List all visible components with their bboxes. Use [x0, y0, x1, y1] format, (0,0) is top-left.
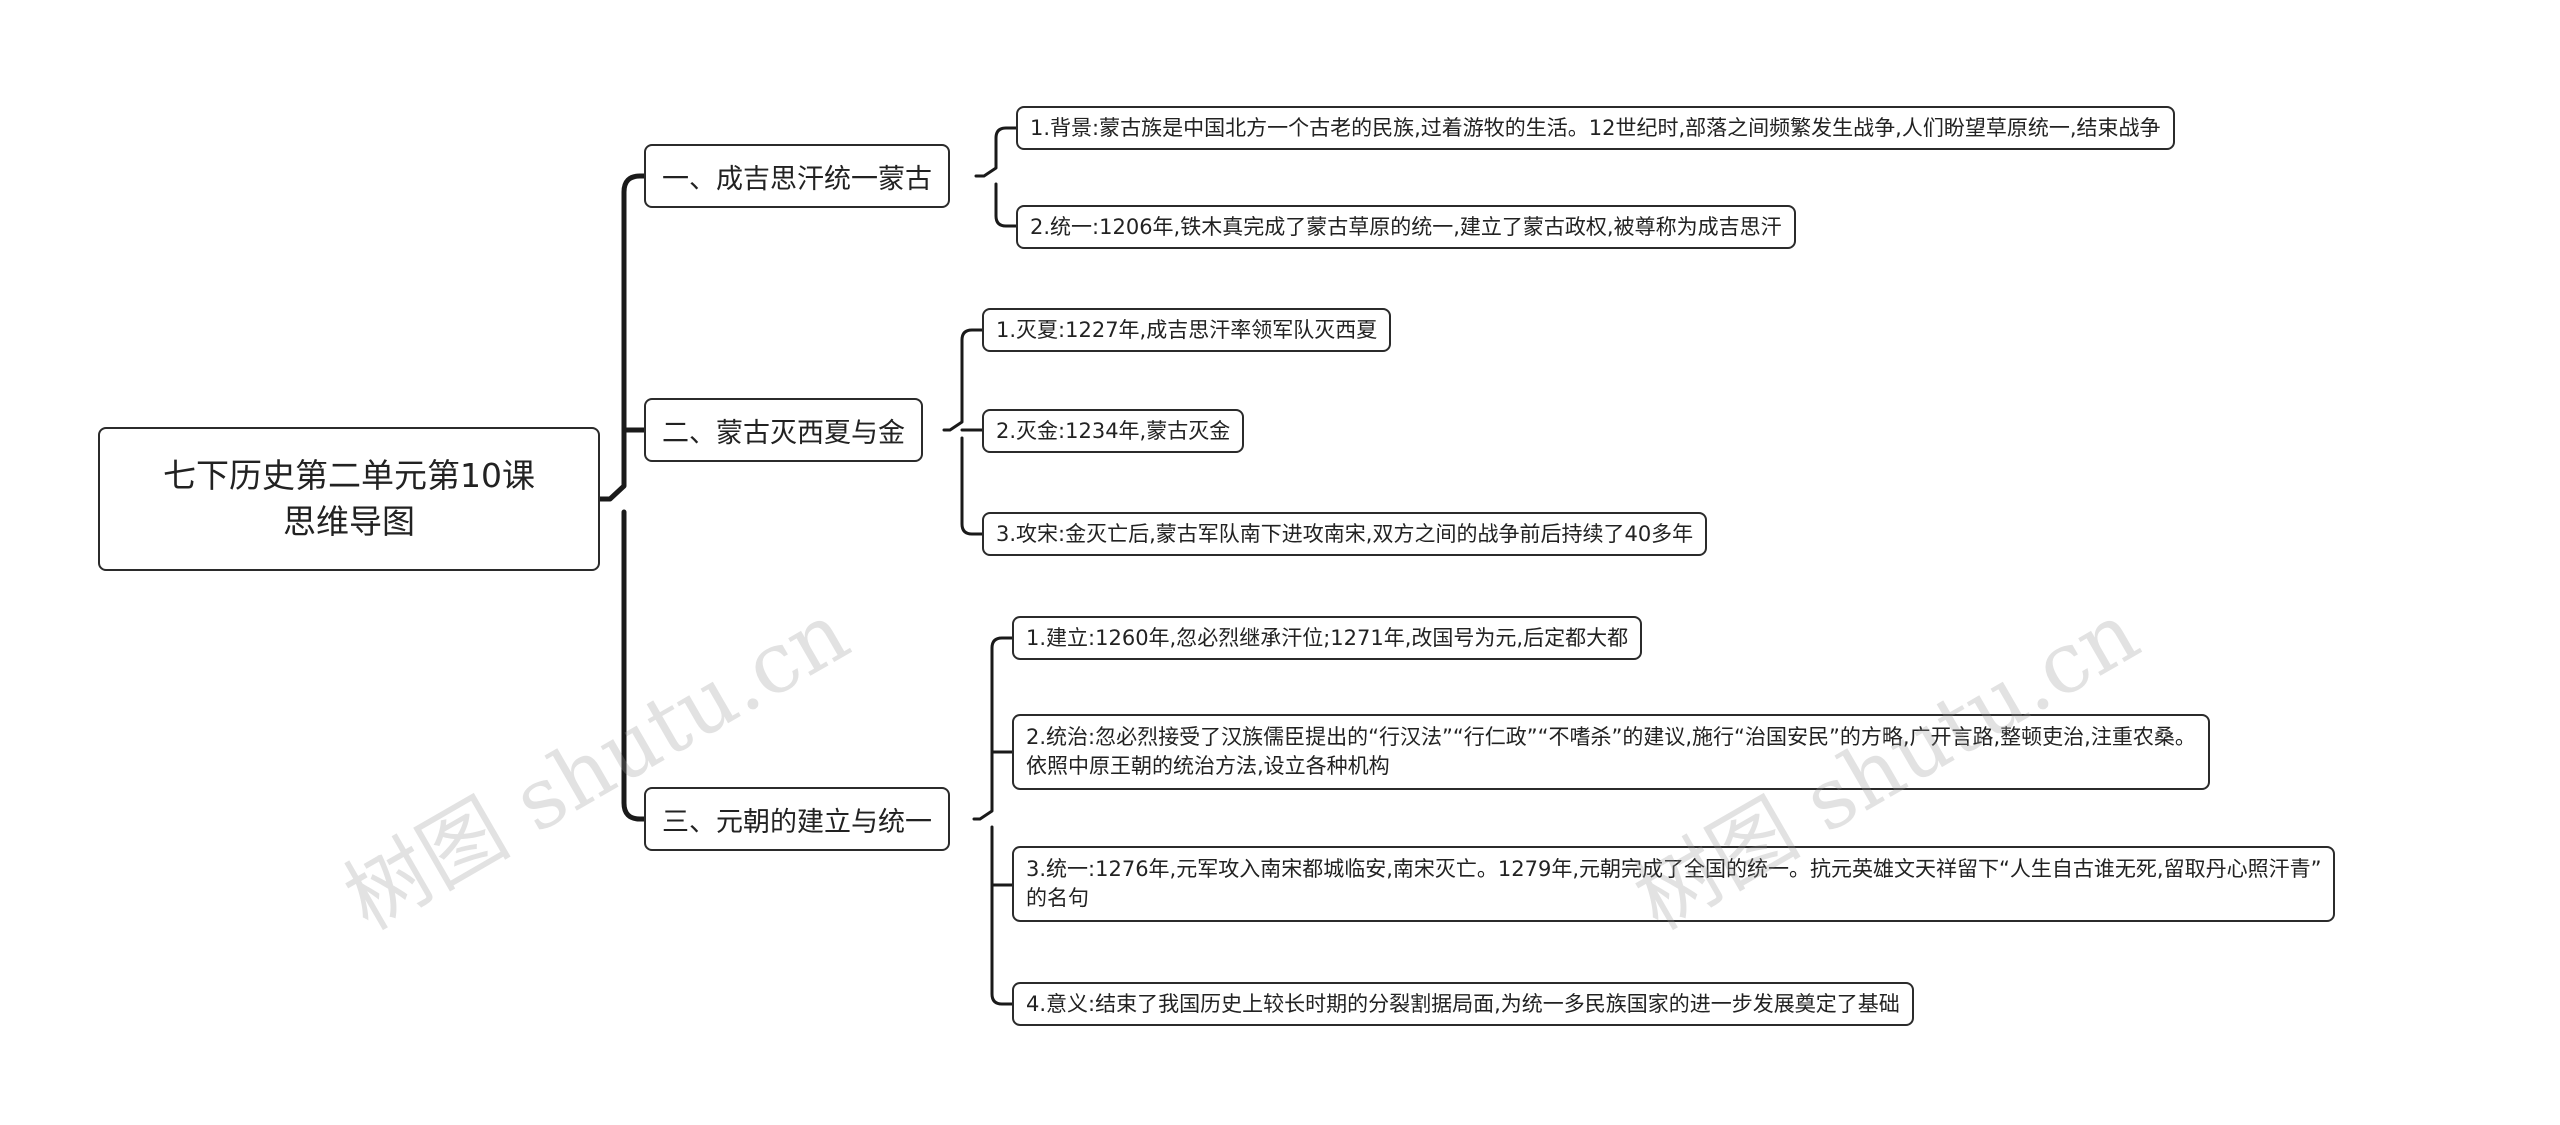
branch-title: 三、元朝的建立与统一 — [662, 806, 932, 838]
branch1-bracket — [974, 126, 1022, 228]
leaf-node-1-2[interactable]: 2.统一:1206年,铁木真完成了蒙古草原的统一,建立了蒙古政权,被尊称为成吉思… — [1016, 205, 1796, 249]
leaf-node-3-3[interactable]: 3.统一:1276年,元军攻入南宋都城临安,南宋灭亡。1279年,元朝完成了全国… — [1012, 846, 2336, 922]
leaf-text: 2.灭金:1234年,蒙古灭金 — [996, 418, 1231, 443]
leaf-node-3-4[interactable]: 4.意义:结束了我国历史上较长时期的分裂割据局面,为统一多民族国家的进一步发展奠… — [1012, 982, 1914, 1026]
leaf-text: 1.背景:蒙古族是中国北方一个古老的民族,过着游牧的生活。12世纪时,部落之间频… — [1030, 115, 2161, 140]
leaf-text: 2.统治:忽必烈接受了汉族儒臣提出的“行汉法”“行仁政”“不嗜杀”的建议,施行“… — [1026, 725, 2196, 749]
branch-title: 二、蒙古灭西夏与金 — [662, 417, 905, 449]
leaf-text: 1.灭夏:1227年,成吉思汗率领军队灭西夏 — [996, 317, 1378, 342]
leaf-text-line2: 依照中原王朝的统治方法,设立各种机构 — [1026, 754, 1390, 778]
leaf-node-1-1[interactable]: 1.背景:蒙古族是中国北方一个古老的民族,过着游牧的生活。12世纪时,部落之间频… — [1016, 106, 2175, 150]
root-bracket — [597, 173, 651, 502]
leaf-text-line2: 的名句 — [1026, 886, 1089, 910]
branch2-bracket — [942, 328, 988, 536]
leaf-node-3-1[interactable]: 1.建立:1260年,忽必烈继承汗位;1271年,改国号为元,后定都大都 — [1012, 616, 1643, 660]
root-node[interactable]: 七下历史第二单元第10课 思维导图 — [98, 427, 600, 571]
leaf-node-2-1[interactable]: 1.灭夏:1227年,成吉思汗率领军队灭西夏 — [982, 308, 1392, 352]
leaf-text: 1.建立:1260年,忽必烈继承汗位;1271年,改国号为元,后定都大都 — [1026, 625, 1629, 650]
root-bracket-bottom — [621, 509, 651, 822]
leaf-node-3-2[interactable]: 2.统治:忽必烈接受了汉族儒臣提出的“行汉法”“行仁政”“不嗜杀”的建议,施行“… — [1012, 714, 2210, 790]
branch3-bracket — [972, 636, 1018, 1006]
root-title-line1: 七下历史第二单元第10课 — [163, 456, 535, 495]
leaf-node-2-2[interactable]: 2.灭金:1234年,蒙古灭金 — [982, 409, 1245, 453]
branch-node-1[interactable]: 一、成吉思汗统一蒙古 — [644, 144, 950, 208]
branch-node-3[interactable]: 三、元朝的建立与统一 — [644, 787, 950, 851]
leaf-text: 4.意义:结束了我国历史上较长时期的分裂割据局面,为统一多民族国家的进一步发展奠… — [1026, 991, 1900, 1016]
root-title-line2: 思维导图 — [283, 502, 415, 541]
leaf-text: 3.统一:1276年,元军攻入南宋都城临安,南宋灭亡。1279年,元朝完成了全国… — [1026, 857, 2322, 881]
branch-node-2[interactable]: 二、蒙古灭西夏与金 — [644, 398, 923, 462]
leaf-text: 2.统一:1206年,铁木真完成了蒙古草原的统一,建立了蒙古政权,被尊称为成吉思… — [1030, 214, 1782, 239]
branch-title: 一、成吉思汗统一蒙古 — [662, 163, 932, 195]
leaf-text: 3.攻宋:金灭亡后,蒙古军队南下进攻南宋,双方之间的战争前后持续了40多年 — [996, 521, 1694, 546]
leaf-node-2-3[interactable]: 3.攻宋:金灭亡后,蒙古军队南下进攻南宋,双方之间的战争前后持续了40多年 — [982, 512, 1708, 556]
